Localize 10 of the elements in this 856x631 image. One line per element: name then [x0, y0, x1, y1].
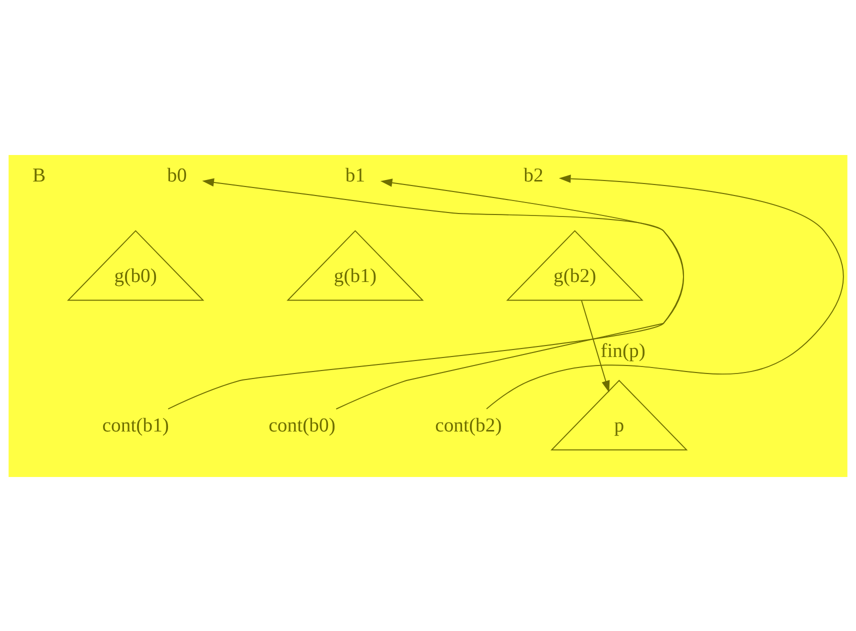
node-text: b2 — [524, 164, 544, 186]
node-text: cont(b2) — [435, 414, 502, 436]
node-text: b0 — [167, 164, 187, 186]
edge-label: fin(p) — [600, 339, 646, 362]
node-text: cont(b1) — [102, 414, 169, 436]
node-text: cont(b0) — [268, 414, 336, 436]
arrow — [486, 174, 844, 409]
label: B — [32, 164, 46, 186]
arrow — [581, 300, 610, 392]
node-text: b1 — [345, 164, 366, 186]
